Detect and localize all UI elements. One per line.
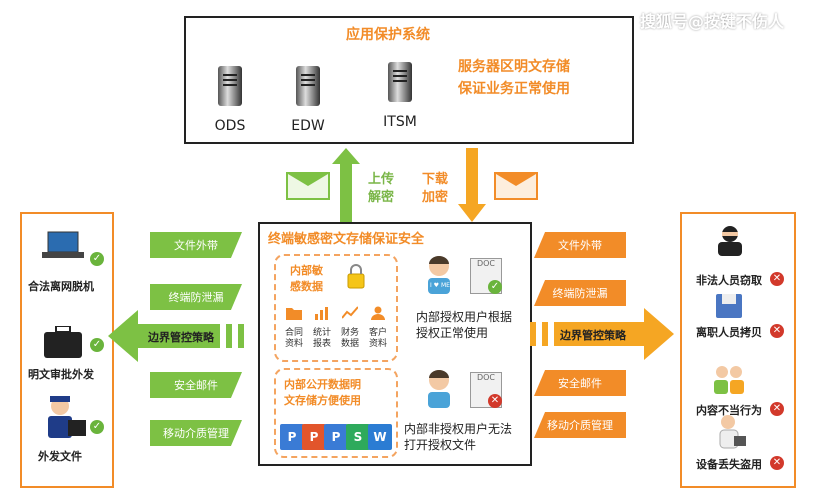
right-item-label: 非法人员窃取 (696, 274, 762, 287)
briefcase-icon (44, 326, 82, 358)
powerpoint-file-icon: P (324, 424, 348, 450)
left-policy-arrow (108, 310, 244, 362)
spreadsheet-file-icon: S (346, 424, 370, 450)
application-protection-box: 应用保护系统 ODS EDW ITSM 服务器区明文存储 保证业务正常使用 (184, 16, 634, 144)
group-users-icon (714, 366, 744, 394)
badge-label: I ♥ ME (430, 282, 450, 289)
deny-icon: ✕ (770, 272, 784, 286)
green-envelope-icon (286, 172, 330, 200)
watermark: 搜狐号@按键不伤人 (640, 12, 785, 31)
download-label-1: 下载 (422, 172, 449, 187)
orange-envelope-icon (494, 172, 538, 200)
sensitive-item-label: 客户资料 (368, 328, 387, 349)
deny-icon: ✕ (770, 402, 784, 416)
server-icon (218, 66, 242, 106)
check-icon: ✓ (488, 280, 502, 294)
right-policy-arrow (530, 308, 674, 360)
server-label-itsm: ITSM (383, 114, 417, 130)
deny-icon: ✕ (770, 324, 784, 338)
disk-icon (716, 294, 742, 318)
stolen-device-icon (719, 415, 746, 449)
sensitive-item-label: 合同资料 (284, 328, 303, 349)
left-policy-tab: 安全邮件 (150, 372, 242, 398)
deny-icon: ✕ (770, 456, 784, 470)
thief-icon (718, 226, 742, 256)
authorized-text-2: 授权正常使用 (416, 326, 489, 340)
right-policy-tab: 文件外带 (534, 232, 626, 258)
user-icon (371, 306, 385, 320)
left-policy-arrow-label: 边界管控策略 (148, 331, 214, 344)
word-file-icon: W (368, 424, 392, 450)
left-endpoint-box: ✓ 合法离网脱机 ✓ 明文审批外发 ✓ 外发文件 (20, 212, 114, 488)
left-item-label: 外发文件 (38, 450, 82, 463)
unauthorized-user-icon (428, 370, 450, 408)
upload-arrow (332, 148, 360, 222)
right-policy-arrow-label: 边界管控策略 (560, 329, 626, 342)
check-icon: ✓ (90, 338, 104, 352)
server-icon (388, 62, 412, 102)
unauthorized-text-2: 打开授权文件 (404, 438, 477, 452)
top-box-title: 应用保护系统 (346, 27, 430, 43)
right-policy-tab: 终端防泄漏 (534, 280, 626, 306)
terminal-security-box: 终端敏感密文存储保证安全 内部敏 感数据 合同资料 统计报表 财务数据 客户资料… (258, 222, 532, 466)
download-label-2: 加密 (422, 190, 449, 205)
upload-label-2: 解密 (368, 190, 395, 205)
right-item-label: 离职人员拷贝 (696, 326, 762, 339)
public-title-2: 文存储方便使用 (284, 394, 361, 407)
right-item-label: 设备丢失盗用 (696, 458, 762, 471)
powerpoint-file-icon: P (302, 424, 326, 450)
sensitive-item-label: 统计报表 (312, 328, 331, 349)
right-item-label: 内容不当行为 (696, 404, 762, 417)
center-box-title: 终端敏感密文存储保证安全 (268, 232, 425, 247)
sensitive-title-2: 感数据 (290, 280, 323, 293)
bar-chart-icon (315, 307, 328, 320)
public-data-panel: 内部公开数据明 文存储方便使用 P P P S W (274, 368, 398, 458)
doc-icon: DOC (470, 372, 502, 408)
download-arrow (458, 148, 486, 222)
deny-icon: ✕ (488, 394, 502, 408)
public-title-1: 内部公开数据明 (284, 378, 361, 391)
server-label-edw: EDW (291, 118, 325, 134)
check-icon: ✓ (90, 252, 104, 266)
unauthorized-text-1: 内部非授权用户无法 (404, 422, 513, 436)
right-policy-tab: 安全邮件 (534, 370, 626, 396)
right-threat-box: 非法人员窃取 ✕ 离职人员拷贝 ✕ 内容不当行为 ✕ 设备丢失盗用 ✕ (680, 212, 796, 488)
server-icon (296, 66, 320, 106)
courier-icon (48, 396, 86, 438)
top-box-note-1: 服务器区明文存储 (458, 59, 570, 75)
sensitive-title-1: 内部敏 (290, 264, 323, 277)
right-policy-tab: 移动介质管理 (534, 412, 626, 438)
check-icon: ✓ (90, 420, 104, 434)
lock-icon (347, 264, 365, 289)
left-policy-tab: 文件外带 (150, 232, 242, 258)
sensitive-item-label: 财务数据 (340, 328, 359, 349)
folder-icon (286, 308, 302, 320)
server-label-ods: ODS (214, 118, 246, 134)
upload-label-1: 上传 (368, 172, 395, 187)
left-item-label: 合法离网脱机 (28, 280, 94, 293)
sensitive-data-panel: 内部敏 感数据 合同资料 统计报表 财务数据 客户资料 (274, 254, 398, 362)
powerpoint-file-icon: P (280, 424, 304, 450)
authorized-text-1: 内部授权用户根据 (416, 310, 513, 324)
top-box-note-2: 保证业务正常使用 (458, 81, 570, 97)
authorized-user-icon (428, 256, 450, 294)
line-chart-icon (342, 306, 358, 319)
laptop-icon (42, 231, 84, 258)
left-policy-tab: 移动介质管理 (150, 420, 242, 446)
left-policy-tab: 终端防泄漏 (150, 284, 242, 310)
left-item-label: 明文审批外发 (28, 368, 94, 381)
